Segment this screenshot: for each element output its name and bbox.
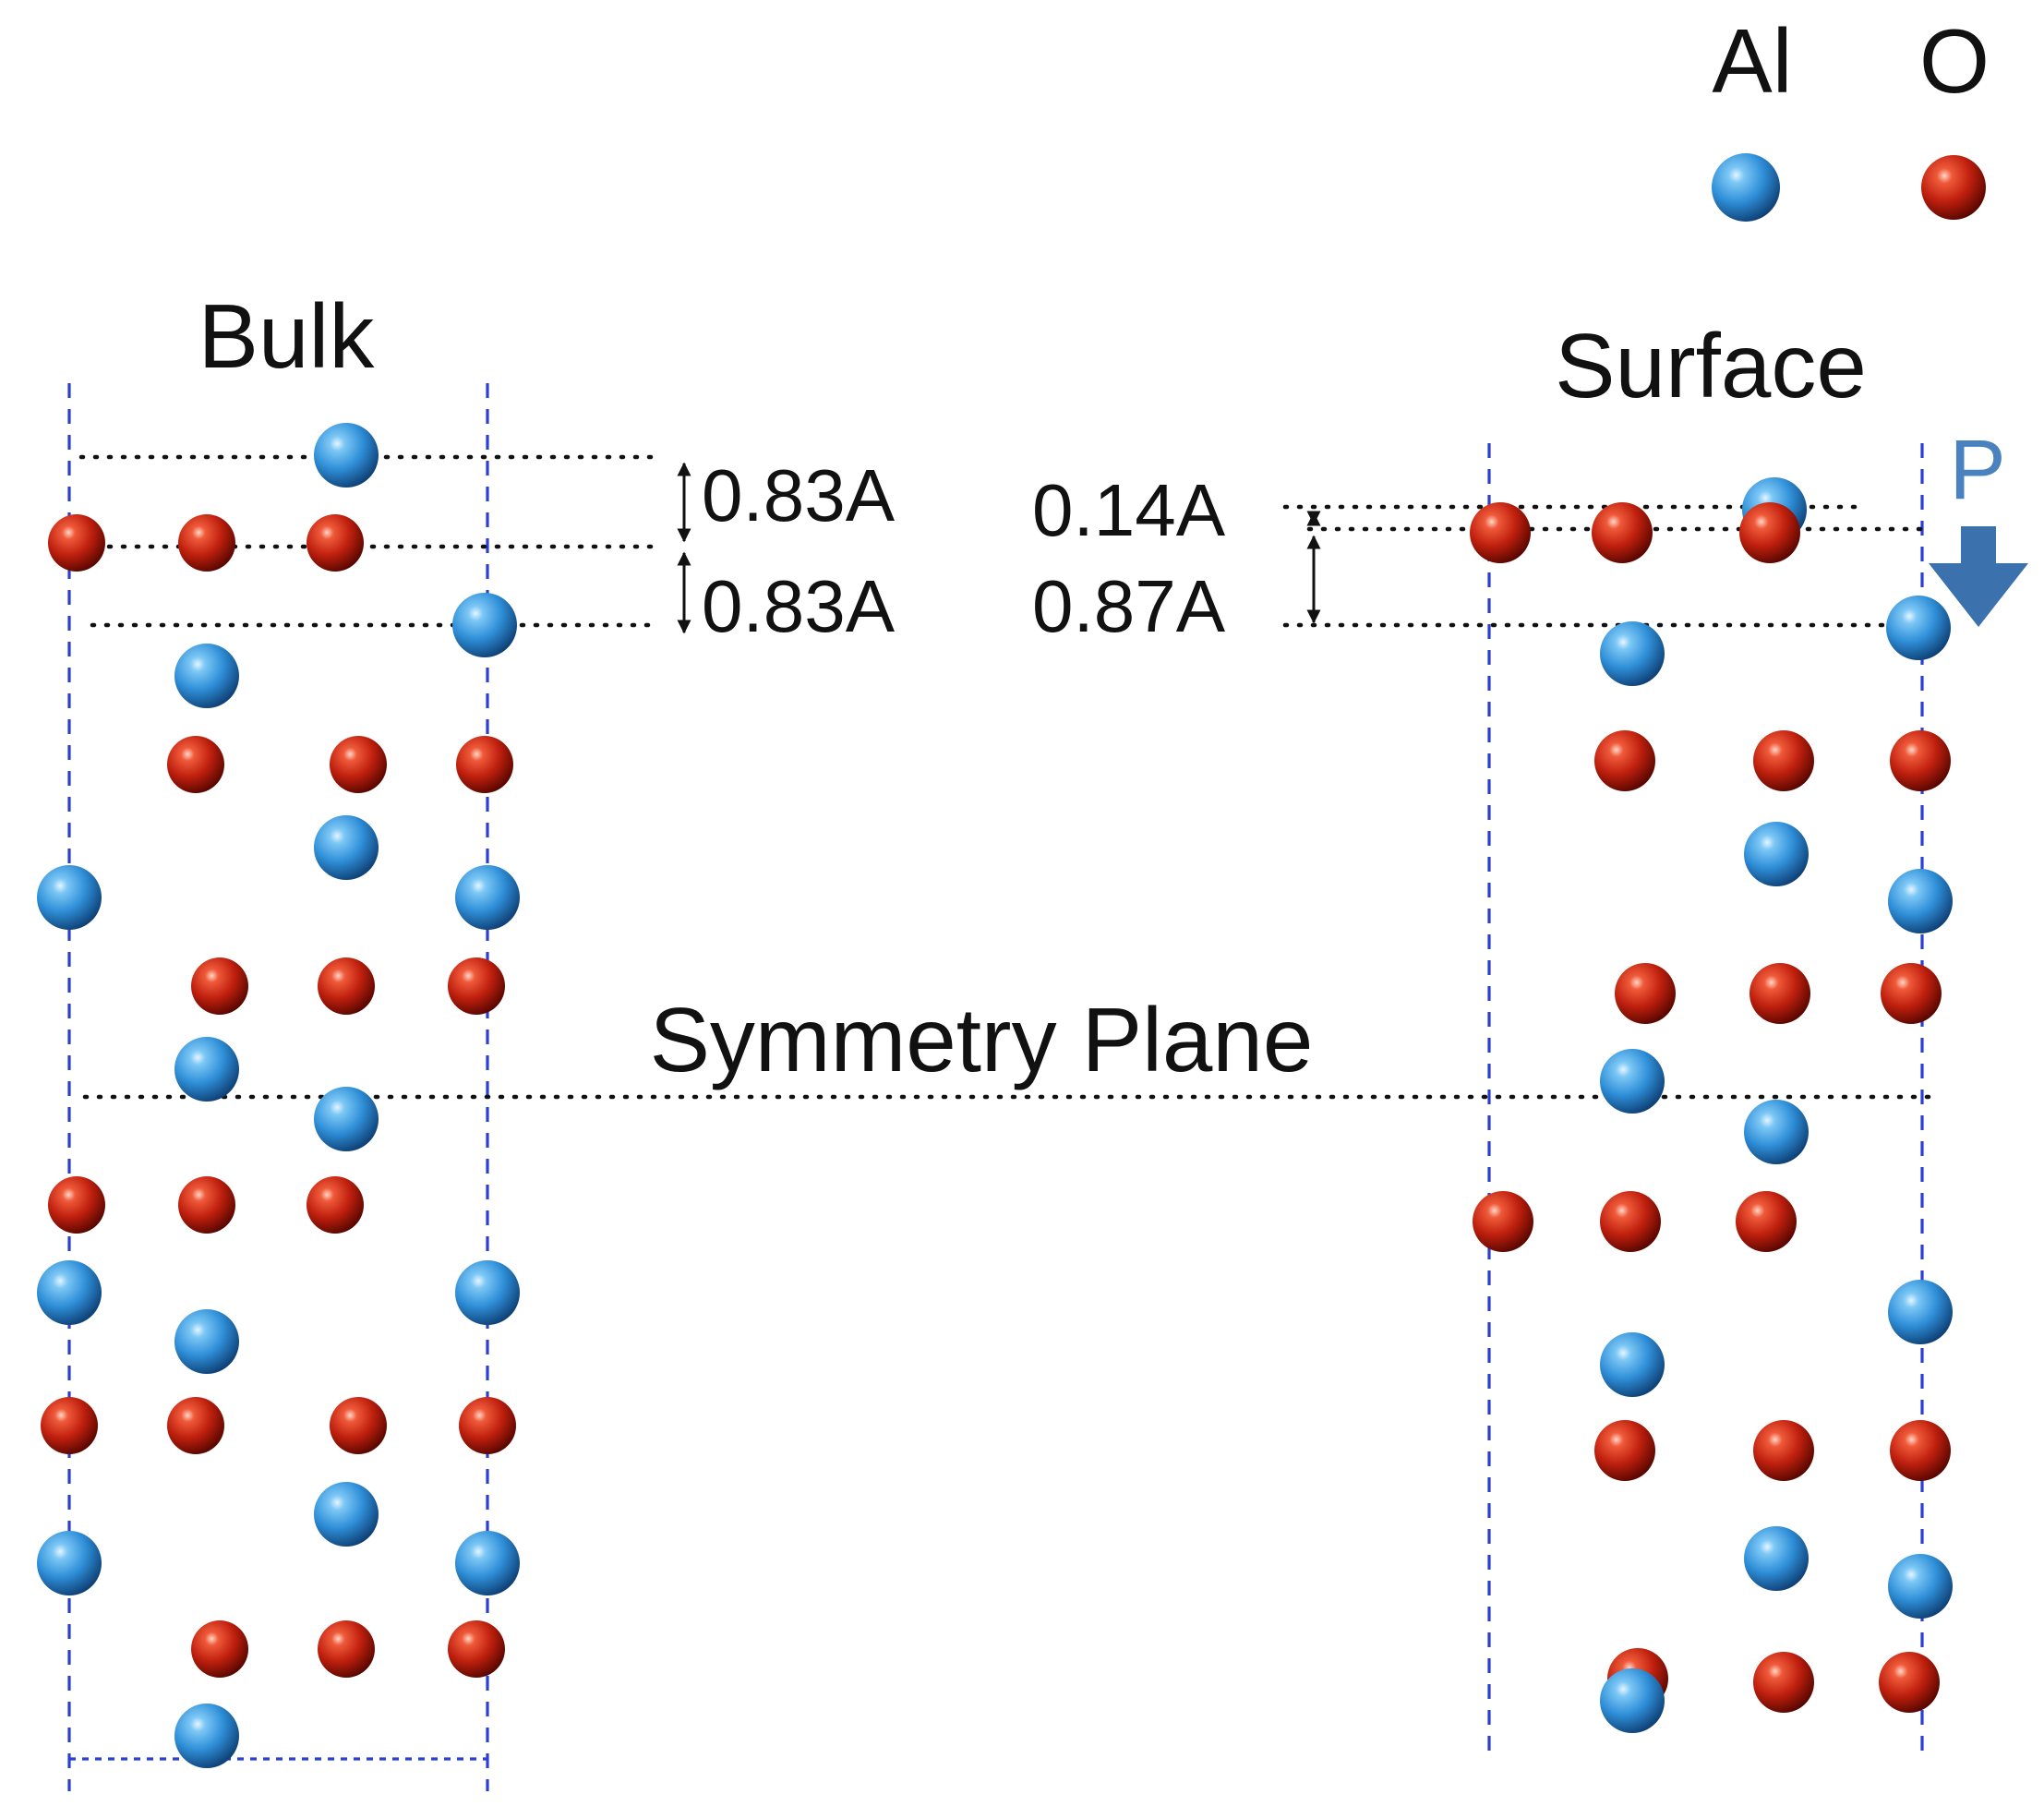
- bulk-al-atom-12: [314, 1482, 379, 1547]
- surface-title: Surface: [1555, 315, 1867, 416]
- legend-o-label: O: [1919, 10, 1990, 112]
- bulk-al-atom-10: [455, 1260, 520, 1325]
- bulk-o-atom-6: [456, 736, 513, 793]
- legend-o-atom: [1921, 155, 1986, 220]
- bulk-al-atom-15: [174, 1704, 239, 1768]
- surface-o-atom-17: [1753, 1652, 1814, 1713]
- bulk-o-atom-15: [330, 1397, 387, 1454]
- polarization-label: P: [1949, 423, 2005, 517]
- surface-o-atom-2: [1592, 502, 1653, 563]
- bulk-o-atom-1: [48, 514, 105, 572]
- surface-o-atom-12: [1736, 1191, 1797, 1252]
- surface-lower-spacing-label: 0.87A: [1032, 565, 1226, 647]
- atoms-layer: [37, 423, 1953, 1768]
- legend-al-atom: [1712, 153, 1780, 222]
- surface-al-atom-6: [1600, 1049, 1665, 1114]
- bulk-al-atom-9: [37, 1260, 102, 1325]
- surface-al-atom-11: [1888, 1554, 1953, 1619]
- surface-o-atom-4: [1594, 730, 1655, 791]
- surface-o-atom-1: [1470, 502, 1531, 563]
- bulk-al-atom-2: [452, 593, 517, 657]
- surface-o-atom-8: [1749, 963, 1810, 1024]
- surface-o-atom-3: [1739, 502, 1800, 563]
- surface-al-atom-7: [1744, 1100, 1809, 1164]
- surface-o-atom-7: [1615, 963, 1676, 1024]
- bulk-lower-spacing-label: 0.83A: [702, 565, 896, 647]
- bulk-spacing-annotations: 0.83A 0.83A: [677, 454, 896, 647]
- bulk-o-atom-3: [307, 514, 364, 572]
- bulk-al-atom-14: [455, 1531, 520, 1595]
- bulk-o-atom-14: [167, 1397, 224, 1454]
- bulk-o-atom-13: [41, 1397, 98, 1454]
- bulk-al-atom-4: [314, 815, 379, 880]
- legend-al-label: Al: [1712, 10, 1792, 112]
- legend: Al O: [1712, 10, 1990, 222]
- surface-o-atom-13: [1594, 1420, 1655, 1481]
- bulk-o-atom-12: [307, 1176, 364, 1234]
- bulk-al-atom-11: [174, 1309, 239, 1374]
- surface-al-atom-8: [1888, 1280, 1953, 1344]
- bulk-o-atom-17: [191, 1620, 248, 1678]
- bulk-o-atom-19: [448, 1620, 505, 1678]
- bulk-upper-spacing-label: 0.83A: [702, 454, 896, 536]
- bulk-o-atom-10: [48, 1176, 105, 1234]
- bulk-al-atom-1: [314, 423, 379, 488]
- polarization-down-arrow-icon: [1929, 526, 2028, 627]
- bulk-o-atom-16: [459, 1397, 516, 1454]
- bulk-al-atom-6: [455, 865, 520, 930]
- bulk-al-atom-3: [174, 644, 239, 708]
- surface-o-atom-10: [1473, 1191, 1533, 1252]
- surface-al-atom-12: [1600, 1668, 1665, 1733]
- bulk-title: Bulk: [198, 285, 376, 387]
- surface-o-atom-14: [1753, 1420, 1814, 1481]
- bulk-al-atom-5: [37, 865, 102, 930]
- bulk-o-atom-18: [318, 1620, 375, 1678]
- surface-o-atom-18: [1879, 1652, 1940, 1713]
- bulk-o-atom-11: [178, 1176, 235, 1234]
- surface-o-atom-15: [1890, 1420, 1951, 1481]
- surface-o-atom-6: [1890, 730, 1951, 791]
- bulk-o-atom-7: [191, 957, 248, 1015]
- surface-al-atom-9: [1600, 1332, 1665, 1397]
- surface-al-atom-4: [1744, 822, 1809, 886]
- surface-spacing-annotations: 0.14A 0.87A: [1032, 469, 1321, 647]
- bulk-o-atom-5: [330, 736, 387, 793]
- surface-al-atom-2: [1886, 596, 1951, 660]
- surface-upper-spacing-label: 0.14A: [1032, 469, 1226, 551]
- bulk-al-atom-8: [314, 1087, 379, 1151]
- symmetry-plane-label: Symmetry Plane: [650, 989, 1314, 1090]
- surface-o-atom-9: [1881, 963, 1942, 1024]
- bulk-o-atom-4: [167, 736, 224, 793]
- surface-o-atom-11: [1600, 1191, 1661, 1252]
- surface-al-atom-3: [1600, 621, 1665, 686]
- surface-al-atom-10: [1744, 1526, 1809, 1591]
- bulk-o-atom-8: [318, 957, 375, 1015]
- polarization-indicator: P: [1929, 423, 2028, 627]
- surface-al-atom-5: [1888, 869, 1953, 933]
- bulk-o-atom-2: [178, 514, 235, 572]
- surface-o-atom-5: [1753, 730, 1814, 791]
- bulk-al-atom-7: [174, 1037, 239, 1102]
- bulk-o-atom-9: [448, 957, 505, 1015]
- bulk-al-atom-13: [37, 1531, 102, 1595]
